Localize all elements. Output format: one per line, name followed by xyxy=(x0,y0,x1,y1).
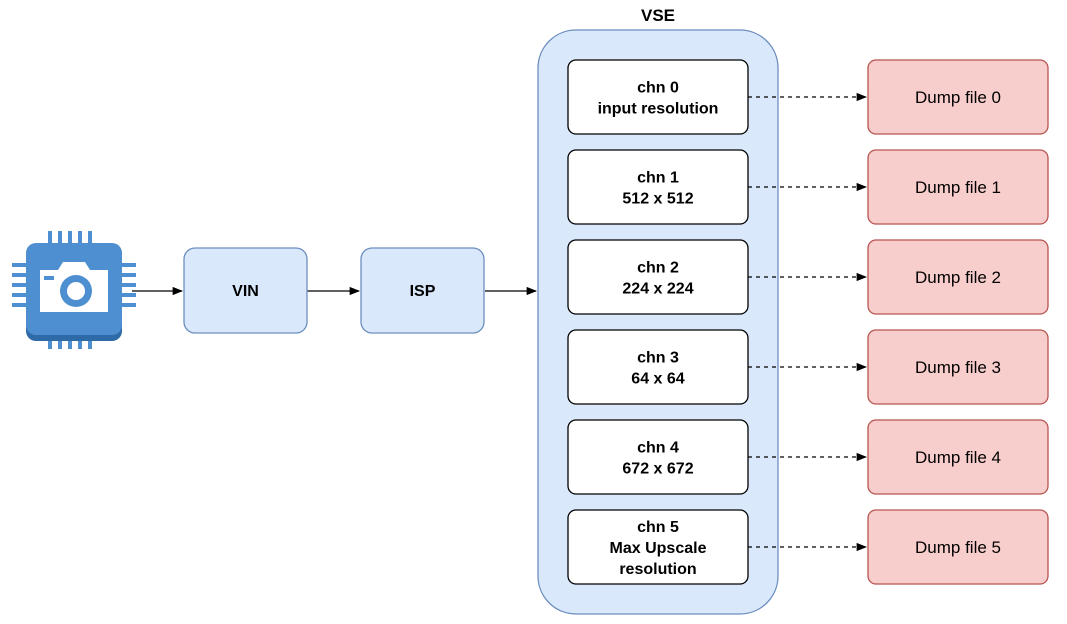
dump-file-box-5: Dump file 5 xyxy=(867,509,1049,585)
channel-3-line-1: 64 x 64 xyxy=(631,371,684,388)
dump-file-box-0: Dump file 0 xyxy=(867,59,1049,135)
channel-box-0: chn 0 input resolution xyxy=(567,59,749,135)
channel-0-line-1: input resolution xyxy=(598,101,719,118)
channel-2-line-0: chn 2 xyxy=(637,260,679,277)
dump-file-label-3: Dump file 3 xyxy=(915,358,1001,377)
channel-box-2: chn 2 224 x 224 xyxy=(567,239,749,315)
channel-list: chn 0 input resolution chn 1 512 x 512 chn 2… xyxy=(567,59,868,585)
dump-file-label-0: Dump file 0 xyxy=(915,88,1001,107)
channel-box-3: chn 3 64 x 64 xyxy=(567,329,749,405)
channel-5-line-0: chn 5 xyxy=(637,519,679,536)
channel-2-line-1: 224 x 224 xyxy=(622,281,693,298)
camera-chip-icon xyxy=(12,231,136,349)
vse-title: VSE xyxy=(641,6,675,25)
vin-label: VIN xyxy=(232,283,259,300)
dump-file-list: Dump file 0 Dump file 1 Dump file 2 Dump fi… xyxy=(867,59,1049,585)
dump-file-box-2: Dump file 2 xyxy=(867,239,1049,315)
channel-box-5: chn 5 Max Upscale resolution xyxy=(567,509,749,585)
channel-5-line-1: Max Upscale xyxy=(610,540,707,557)
dump-file-label-1: Dump file 1 xyxy=(915,178,1001,197)
channel-5-line-2: resolution xyxy=(619,561,696,578)
channel-1-line-0: chn 1 xyxy=(637,170,679,187)
dump-file-label-2: Dump file 2 xyxy=(915,268,1001,287)
channel-0-line-0: chn 0 xyxy=(637,80,679,97)
dump-file-label-4: Dump file 4 xyxy=(915,448,1001,467)
channel-3-line-0: chn 3 xyxy=(637,350,679,367)
isp-label: ISP xyxy=(410,283,436,300)
channel-4-line-0: chn 4 xyxy=(637,440,679,457)
channel-box-1: chn 1 512 x 512 xyxy=(567,149,749,225)
isp-block: ISP xyxy=(360,247,485,334)
dump-file-label-5: Dump file 5 xyxy=(915,538,1001,557)
vin-block: VIN xyxy=(183,247,308,334)
channel-4-line-1: 672 x 672 xyxy=(622,461,693,478)
channel-1-line-1: 512 x 512 xyxy=(622,191,693,208)
dump-file-box-1: Dump file 1 xyxy=(867,149,1049,225)
dump-file-box-4: Dump file 4 xyxy=(867,419,1049,495)
channel-box-4: chn 4 672 x 672 xyxy=(567,419,749,495)
dump-file-box-3: Dump file 3 xyxy=(867,329,1049,405)
